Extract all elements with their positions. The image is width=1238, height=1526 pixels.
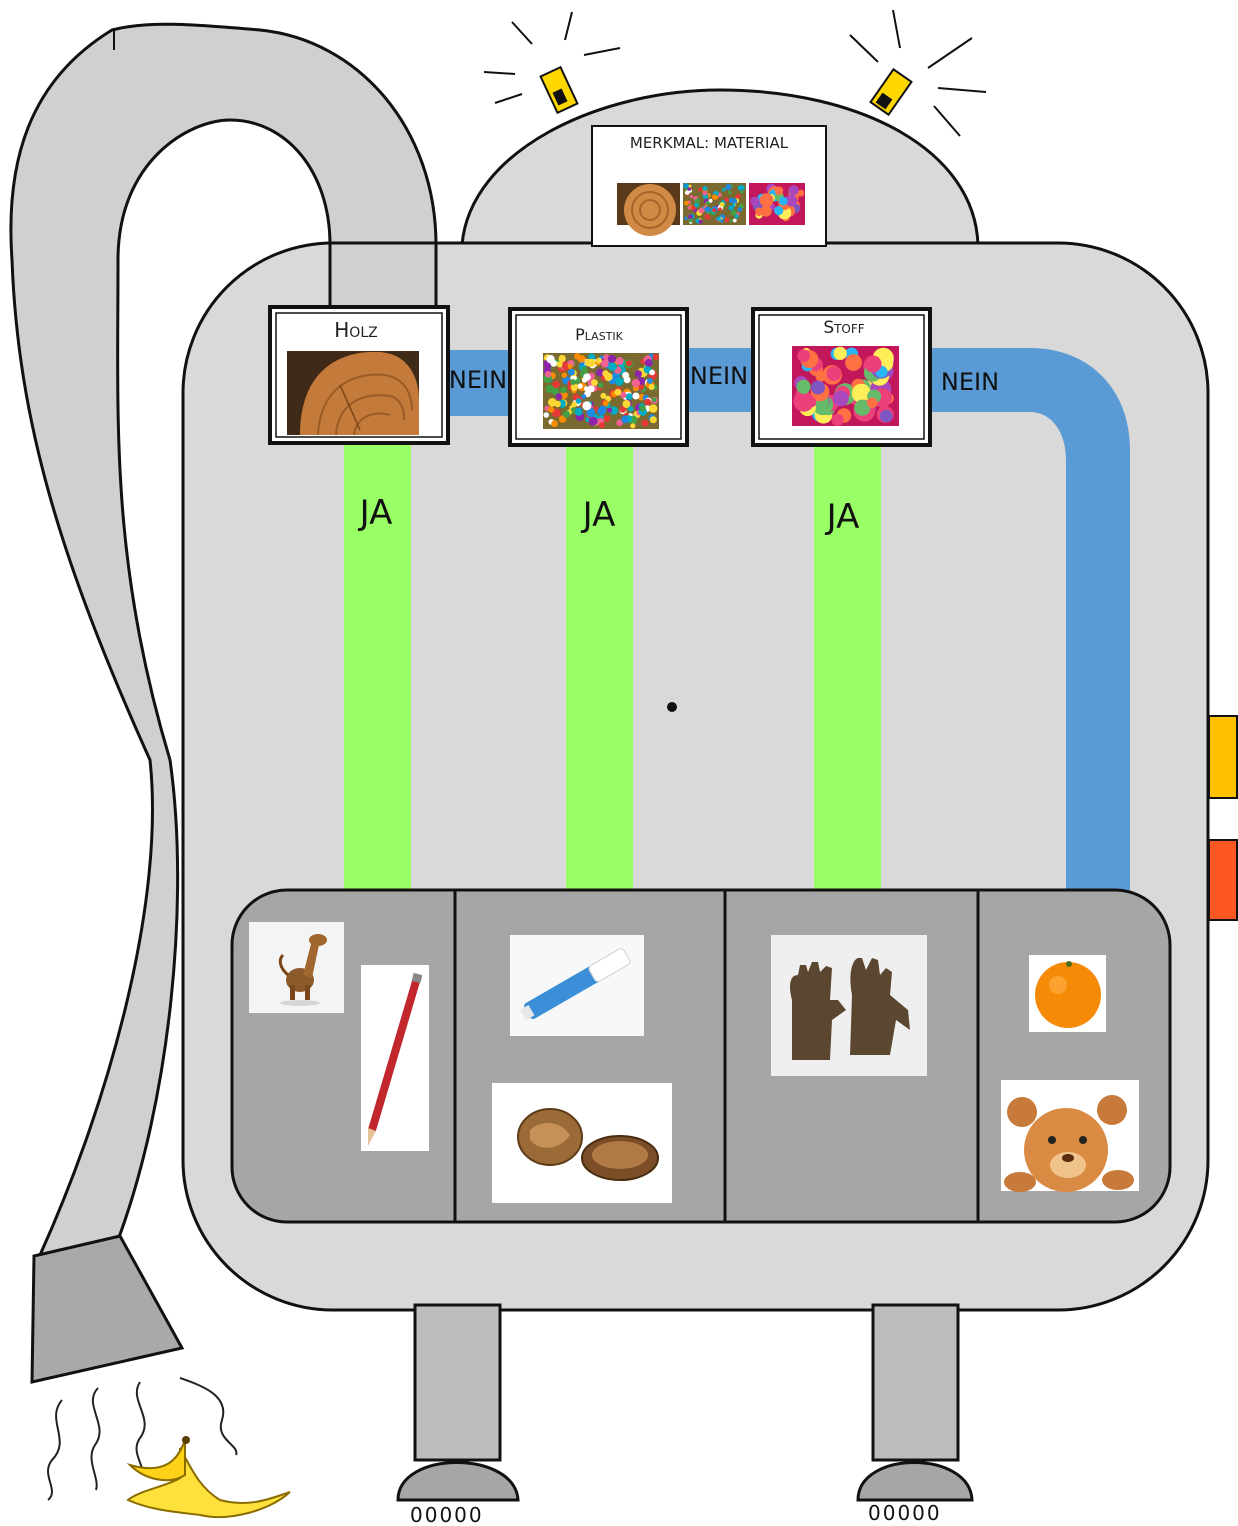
pencil-photo[interactable] (361, 965, 429, 1151)
wooden-giraffe-photo[interactable] (249, 922, 344, 1013)
card-stoff-title: Stoff (823, 318, 864, 338)
foot-wheels-left: 00000 (410, 1503, 484, 1526)
card-holz[interactable]: Holz (270, 307, 448, 443)
no-label-stoff: NEIN (941, 368, 999, 396)
marker-pen-photo[interactable] (510, 935, 644, 1036)
header-card-title: MERKMAL: MATERIAL (630, 134, 789, 152)
card-stoff[interactable]: Stoff (753, 309, 930, 445)
foot-wheels-right: 00000 (868, 1501, 942, 1525)
vapor-lines (48, 1378, 236, 1500)
side-button-yellow[interactable] (1209, 716, 1237, 798)
fabric-thumbnail (749, 183, 805, 225)
header-card: MERKMAL: MATERIAL (592, 126, 826, 246)
center-dot (667, 702, 677, 712)
gloves-photo[interactable] (771, 935, 927, 1076)
no-label-holz: NEIN (449, 366, 507, 394)
plastic-beads-thumbnail (683, 183, 746, 225)
yes-label-holz: JA (358, 493, 393, 533)
lamp-left (484, 12, 620, 113)
card-plastik-title: Plastik (575, 325, 624, 344)
fabric-toys-photo (792, 346, 899, 426)
yes-label-plastik: JA (581, 495, 616, 535)
card-holz-title: Holz (334, 318, 377, 342)
plastic-beads-photo (543, 353, 659, 429)
hose-inlet (330, 243, 436, 311)
no-label-plastik: NEIN (690, 362, 748, 390)
hose-nozzle (32, 1236, 182, 1382)
card-plastik[interactable]: Plastik (510, 309, 687, 445)
orange-photo[interactable] (1029, 955, 1106, 1032)
leg-right (858, 1305, 972, 1500)
yes-label-stoff: JA (825, 497, 860, 537)
banana-peel-icon (128, 1436, 290, 1517)
side-button-red[interactable] (1209, 840, 1237, 920)
teddy-bear-photo[interactable] (1001, 1080, 1139, 1192)
walnut-photo[interactable] (492, 1083, 672, 1203)
leg-left (398, 1305, 518, 1500)
wood-slice-photo (287, 351, 419, 435)
